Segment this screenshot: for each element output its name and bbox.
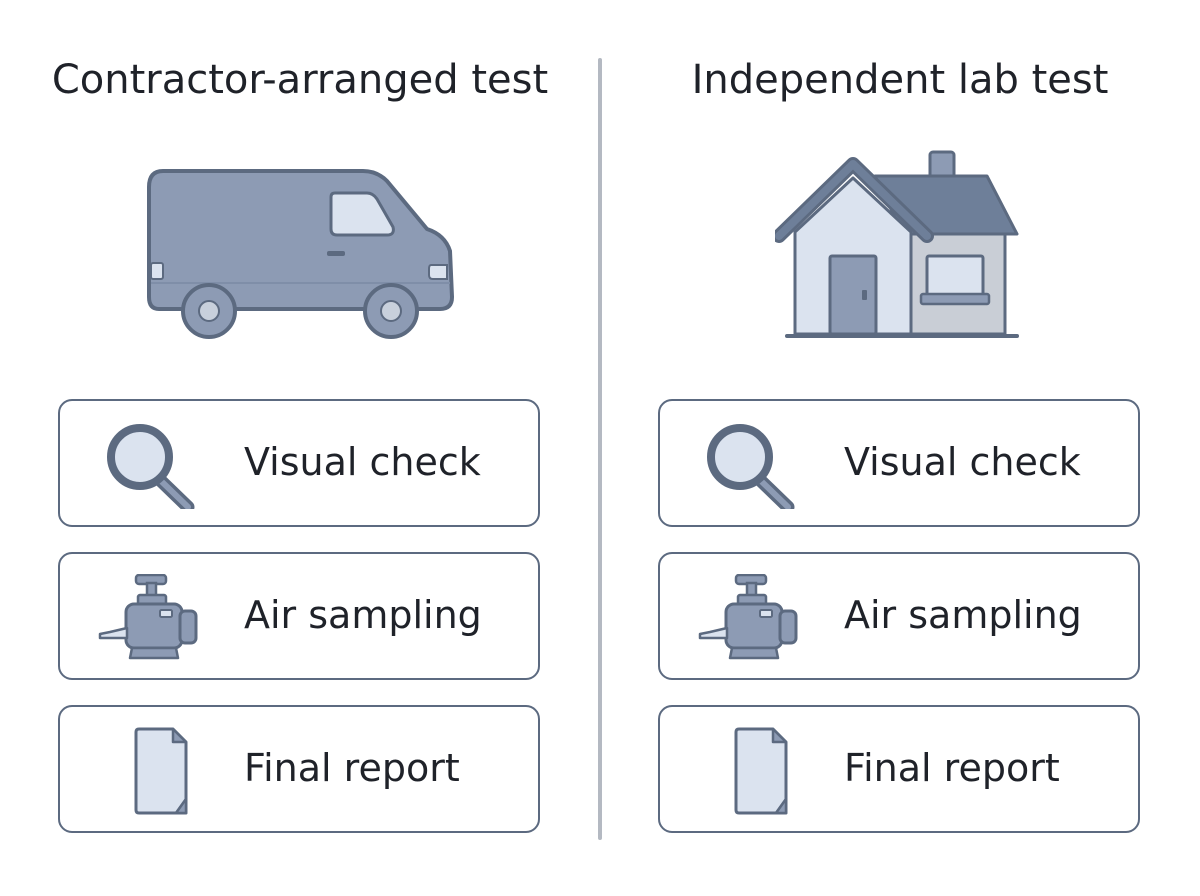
step-label: Air sampling (244, 593, 482, 637)
van-icon (145, 165, 455, 345)
air-pump-icon (98, 574, 208, 662)
column-title: Contractor-arranged test (51, 57, 549, 103)
step-label: Final report (844, 746, 1060, 790)
column-title: Independent lab test (691, 57, 1109, 103)
step-label: Visual check (844, 440, 1081, 484)
magnifier-icon (98, 421, 208, 509)
step-card-visual-check: Visual check (658, 399, 1140, 527)
document-icon (698, 727, 808, 815)
magnifier-icon (698, 421, 808, 509)
step-label: Air sampling (844, 593, 1082, 637)
step-card-final-report: Final report (658, 705, 1140, 833)
step-card-visual-check: Visual check (58, 399, 540, 527)
house-icon (775, 150, 1025, 345)
step-card-air-sampling: Air sampling (658, 552, 1140, 680)
column-divider (598, 58, 602, 840)
document-icon (98, 727, 208, 815)
step-label: Final report (244, 746, 460, 790)
step-card-final-report: Final report (58, 705, 540, 833)
step-card-air-sampling: Air sampling (58, 552, 540, 680)
air-pump-icon (698, 574, 808, 662)
step-label: Visual check (244, 440, 481, 484)
